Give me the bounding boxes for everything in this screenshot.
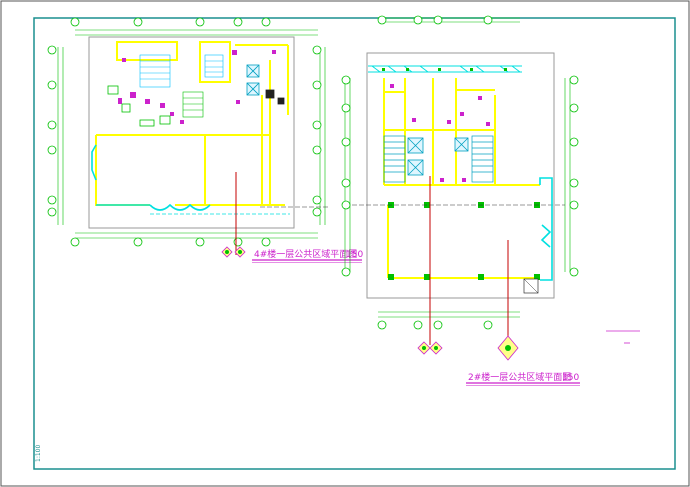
plan-4-equipment <box>107 85 171 127</box>
plan-4-stair-core <box>139 54 224 118</box>
plan-4-outline <box>88 36 295 229</box>
plan-2-elevators <box>407 137 469 176</box>
plan-2-fixtures <box>390 84 490 182</box>
plan-2-title: 2#楼一层公共区域平面图 <box>468 371 571 383</box>
plan-4-building <box>47 17 326 258</box>
plan-2-title-markers <box>417 335 519 361</box>
plan-2-axis-bubbles <box>341 15 579 330</box>
plan-4-axis-bubbles <box>47 17 322 247</box>
plan-2-dimension-lines <box>344 17 571 318</box>
plan-2-scale: 150 <box>562 373 579 383</box>
plan-2-outline <box>366 52 555 299</box>
plan-4-walls <box>95 41 289 206</box>
plan-4-title-markers <box>221 246 246 258</box>
plan-2-stair-cores <box>383 135 494 183</box>
plan-4-dimension-lines <box>57 29 326 239</box>
plan-4-elevators <box>246 64 285 105</box>
plan-2-columns <box>388 202 540 280</box>
plan-2-canopy-posts <box>382 68 507 71</box>
plan-2-canopy <box>368 65 522 73</box>
plan-2-building <box>260 15 579 361</box>
plan-2-walls <box>383 78 540 279</box>
plan-4-fixtures <box>118 50 276 124</box>
side-stamp: 1:100 <box>35 445 42 462</box>
plan-4-scale: 150 <box>346 250 363 260</box>
plan-4-glazing <box>91 144 290 215</box>
plan-4-title: 4#楼一层公共区域平面图 <box>254 248 357 260</box>
inner-frame <box>33 17 676 470</box>
plan-2-glazing <box>539 177 553 281</box>
